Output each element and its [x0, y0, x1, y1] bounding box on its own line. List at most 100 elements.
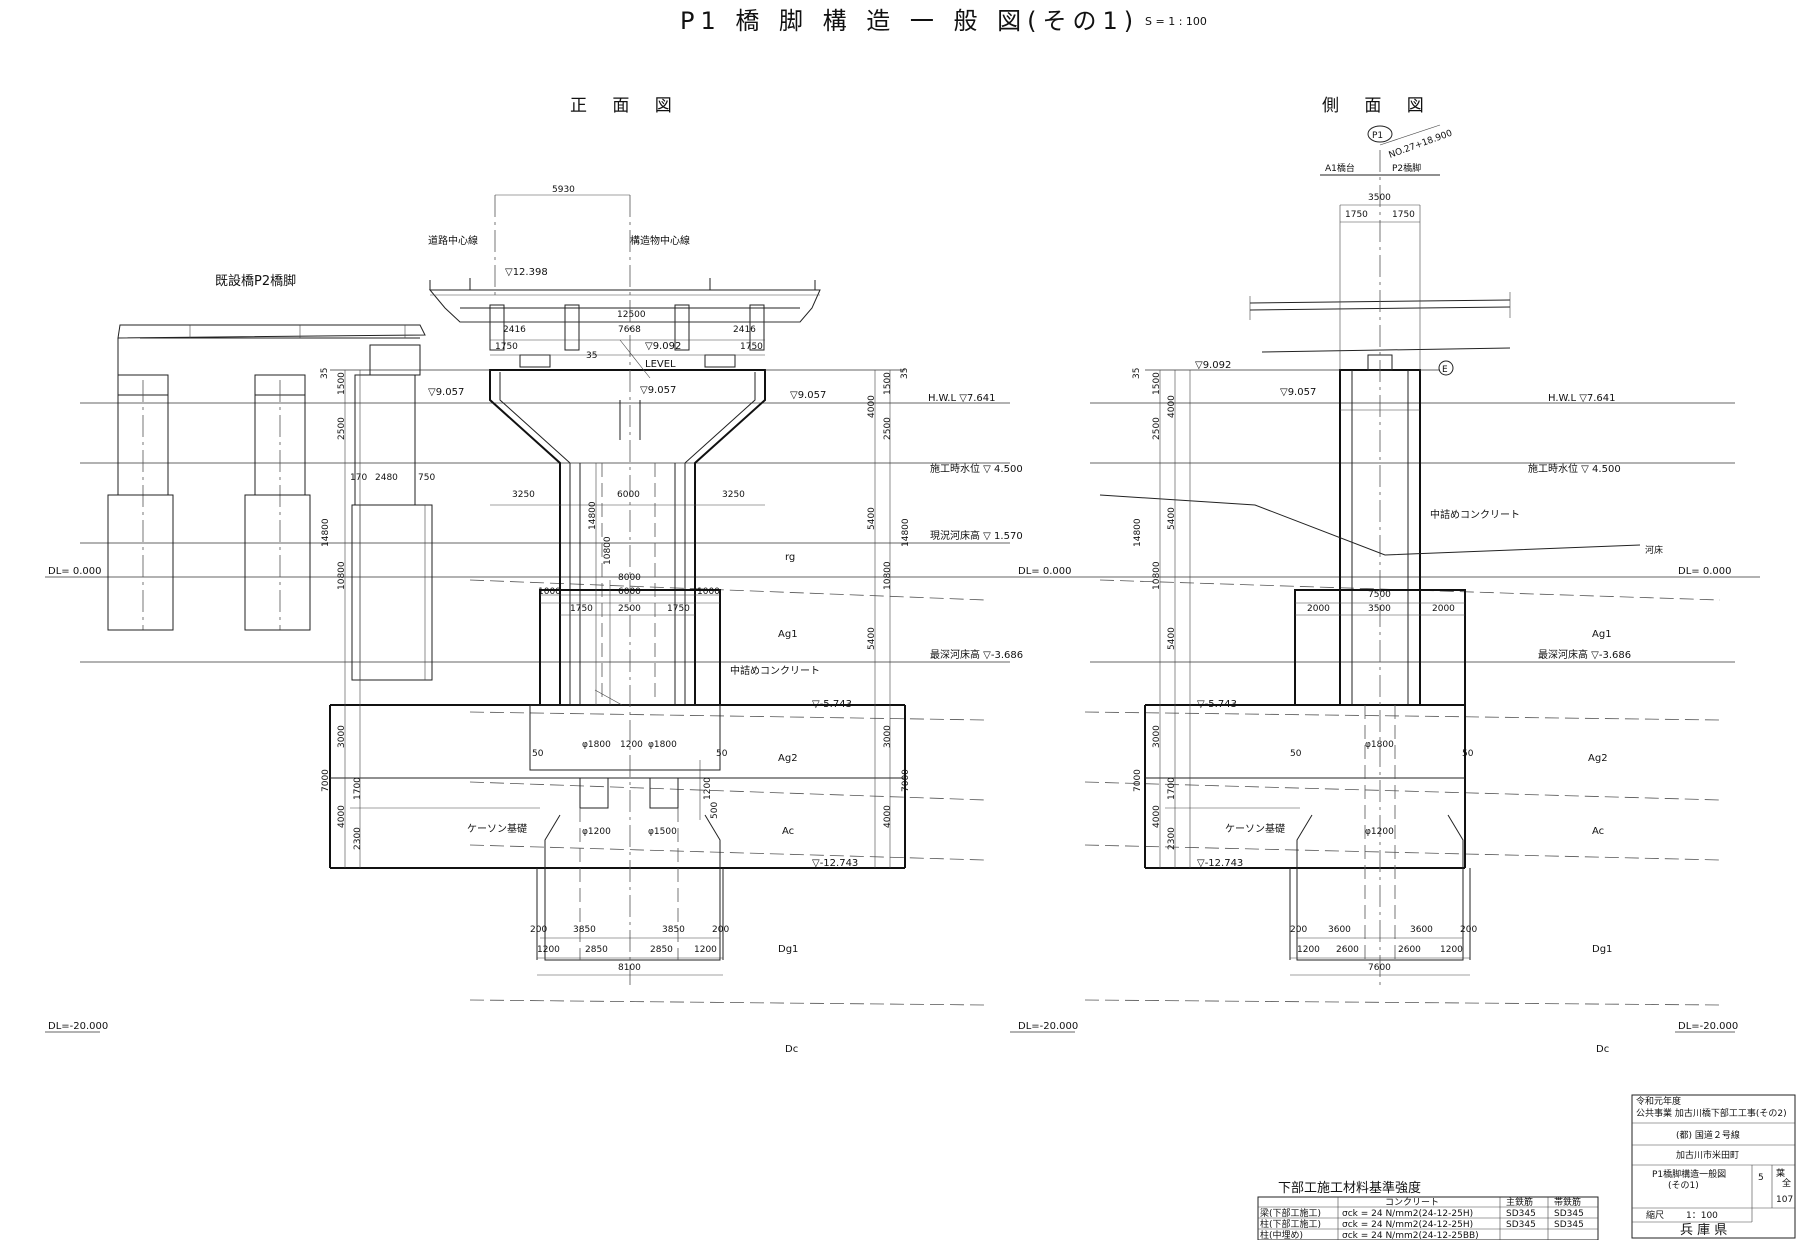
side-dim-phi1800: φ1800	[1365, 740, 1394, 750]
soil-front-2: Ac	[782, 826, 794, 837]
side-dim-l5400a: 5400	[1167, 507, 1177, 530]
dim-r35: 35	[900, 368, 910, 379]
level-label: LEVEL	[645, 359, 676, 370]
dim-12500: 12500	[617, 310, 646, 320]
side-dim-l4000b: 4000	[1152, 805, 1162, 828]
side-e: E	[1442, 365, 1448, 375]
tb-sheet-total-label: 全	[1782, 1177, 1791, 1189]
side-dim-3500a: 3500	[1368, 193, 1391, 203]
dim-r3000: 3000	[883, 725, 893, 748]
dim-2480: 2480	[375, 473, 398, 483]
datum-20-mid: DL=-20.000	[1018, 1021, 1078, 1032]
dim-3850b: 3850	[662, 925, 685, 935]
side-dim-l14800: 14800	[1133, 518, 1143, 547]
side-structure	[1099, 124, 1641, 985]
side-station: NO.27+18.900	[1388, 128, 1454, 160]
side-hwl-label: H.W.L ▽7.641	[1548, 393, 1616, 404]
side-dim-l5400b: 5400	[1167, 627, 1177, 650]
side-dim-2000b: 2000	[1432, 604, 1455, 614]
dim-l1500: 1500	[337, 372, 347, 395]
datum-0-left: DL= 0.000	[48, 566, 101, 577]
side-p2: P2橋脚	[1392, 162, 1421, 174]
dim-l1700: 1700	[353, 777, 363, 800]
side-dim-l2500: 2500	[1152, 417, 1162, 440]
side-dim-l35: 35	[1132, 368, 1142, 379]
dim-5930: 5930	[552, 185, 575, 195]
dim-1750a: 1750	[495, 342, 518, 352]
side-dim-l2300: 2300	[1167, 827, 1177, 850]
side-dim-200b: 200	[1460, 925, 1477, 935]
side-dim-l1700: 1700	[1167, 777, 1177, 800]
riverbed-now-label: 現況河床高 ▽ 1.570	[930, 529, 1023, 542]
datum-0-mid: DL= 0.000	[1018, 566, 1071, 577]
elev-bearing: ▽9.092	[645, 341, 681, 352]
side-dim-2000a: 2000	[1307, 604, 1330, 614]
front-dimension-lines	[344, 321, 891, 976]
dim-l4000: 4000	[337, 805, 347, 828]
dim-170: 170	[350, 473, 367, 483]
tb-sheet-label: 葉	[1776, 1167, 1785, 1179]
dim-l10800: 10800	[337, 561, 347, 590]
front-pier-structure	[329, 194, 906, 985]
dim-phi1500: φ1500	[648, 827, 677, 837]
dim-phi1800b: φ1800	[648, 740, 677, 750]
tb-drawing-sub: (その1)	[1668, 1180, 1699, 1191]
materials-header-concrete: コンクリート	[1385, 1197, 1439, 1208]
datum-20-left: DL=-20.000	[48, 1021, 108, 1032]
side-dim-2600b: 2600	[1398, 945, 1421, 955]
dim-8100: 8100	[618, 963, 641, 973]
soil-side-1: Ag2	[1588, 753, 1608, 764]
tb-year: 令和元年度	[1636, 1095, 1681, 1107]
front-superstructure	[428, 278, 821, 368]
materials-title: 下部工施工材料基準強度	[1278, 1180, 1421, 1196]
side-dim-1750b: 1750	[1392, 210, 1415, 220]
materials-header-main-rebar: 主鉄筋	[1506, 1196, 1533, 1208]
side-dim-7600: 7600	[1368, 963, 1391, 973]
side-dim-3500b: 3500	[1368, 604, 1391, 614]
elev-bottom: ▽-12.743	[812, 858, 858, 869]
dim-r5400a: 5400	[867, 507, 877, 530]
side-dim-50b: 50	[1462, 749, 1474, 759]
dim-1200: 1200	[620, 740, 643, 750]
side-elev-a: ▽9.057	[1280, 387, 1316, 398]
dim-10800: 10800	[603, 536, 613, 565]
dim-1750c: 1750	[570, 604, 593, 614]
side-dim-l3000: 3000	[1152, 725, 1162, 748]
dim-l7000: 7000	[321, 769, 331, 792]
side-dim-l4000a: 4000	[1167, 395, 1177, 418]
fill-concrete-label: 中詰めコンクリート	[730, 664, 820, 677]
soil-front-1: Ag2	[778, 753, 798, 764]
side-dimension-values: 3500 1750 1750 7500 2000 3500 2000 φ1800…	[1132, 193, 1477, 973]
side-elev-top: ▽9.092	[1195, 360, 1231, 371]
soil-front-3: Dg1	[778, 944, 798, 955]
soil-front-0: Ag1	[778, 629, 798, 640]
dim-500: 500	[710, 802, 720, 819]
materials-row0-member: 梁(下部工施工)	[1260, 1207, 1321, 1219]
hwl-label: H.W.L ▽7.641	[928, 393, 996, 404]
elev-top: ▽12.398	[505, 267, 548, 278]
dim-2850a: 2850	[585, 945, 608, 955]
soil-front-4: Dc	[785, 1044, 798, 1055]
tb-project: 公共事業 加古川橋下部工工事(その2)	[1636, 1107, 1787, 1119]
dim-l2500: 2500	[337, 417, 347, 440]
side-dim-3600a: 3600	[1328, 925, 1351, 935]
side-dim-2600a: 2600	[1336, 945, 1359, 955]
dim-6000b: 6000	[618, 587, 641, 597]
side-dim-l7000: 7000	[1133, 769, 1143, 792]
tb-location: 加古川市米田町	[1676, 1149, 1739, 1161]
soil-layer-labels: Ag1 Ag2 Ac Dg1 Dc Ag1 Ag2 Ac Dg1 Dc	[778, 629, 1612, 1055]
side-dim-200a: 200	[1290, 925, 1307, 935]
dim-50b: 50	[716, 749, 728, 759]
dim-3250b: 3250	[722, 490, 745, 500]
dim-phi1800a: φ1800	[582, 740, 611, 750]
dim-l14800: 14800	[321, 518, 331, 547]
side-view-title: 側 面 図	[1322, 96, 1434, 116]
dim-2416b: 2416	[733, 325, 756, 335]
side-dim-1750a: 1750	[1345, 210, 1368, 220]
existing-p2-pier	[107, 324, 433, 681]
dim-1200b: 1200	[703, 777, 713, 800]
e-marker	[1438, 360, 1454, 376]
dim-2416a: 2416	[503, 325, 526, 335]
dim-r4000b: 4000	[883, 805, 893, 828]
side-a1: A1橋台	[1325, 162, 1355, 174]
